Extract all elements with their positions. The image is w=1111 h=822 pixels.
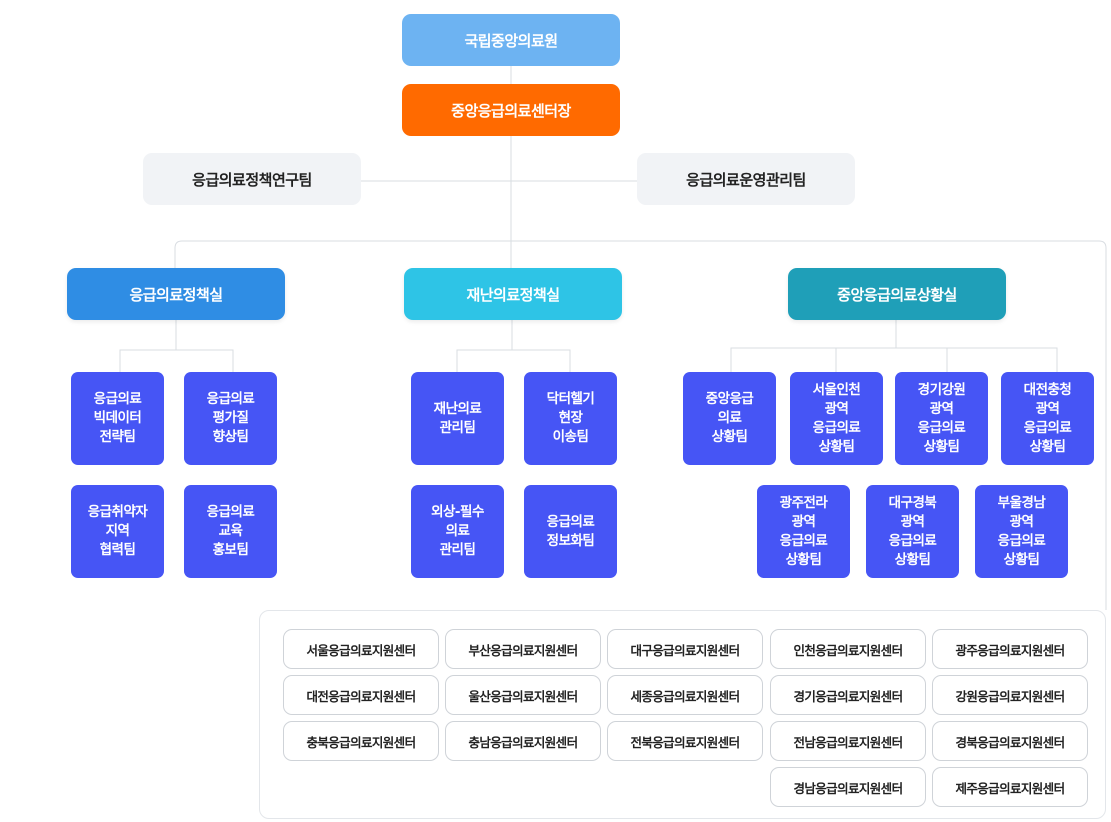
- team-label: 응급취약자 지역 협력팀: [87, 504, 148, 558]
- support-center-button[interactable]: 광주응급의료지원센터: [932, 629, 1088, 669]
- team-label: 응급의료 정보화팀: [546, 513, 595, 549]
- support-center-button[interactable]: 경남응급의료지원센터: [770, 767, 926, 807]
- team-label: 중앙응급 의료 상황팀: [705, 391, 754, 445]
- support-center-button[interactable]: 제주응급의료지원센터: [932, 767, 1088, 807]
- team-label: 재난의료 관리팀: [433, 400, 482, 436]
- division-label: 응급의료정책실: [129, 285, 223, 304]
- support-center-button[interactable]: 경기응급의료지원센터: [770, 675, 926, 715]
- support-centers-frame: [259, 610, 1106, 819]
- support-center-button[interactable]: 대구응급의료지원센터: [607, 629, 763, 669]
- team-node: 닥터헬기 현장 이송팀: [524, 372, 617, 465]
- team-node: 서울인천 광역 응급의료 상황팀: [790, 372, 883, 465]
- support-center-button[interactable]: 세종응급의료지원센터: [607, 675, 763, 715]
- team-node: 대구경북 광역 응급의료 상황팀: [866, 485, 959, 578]
- team-node: 응급의료 평가질 향상팀: [184, 372, 277, 465]
- support-center-button[interactable]: 부산응급의료지원센터: [445, 629, 601, 669]
- operations-team-node: 응급의료운영관리팀: [637, 153, 855, 205]
- team-label: 대구경북 광역 응급의료 상황팀: [888, 494, 937, 568]
- team-label: 응급의료 교육 홍보팀: [206, 504, 255, 558]
- team-node: 부울경남 광역 응급의료 상황팀: [975, 485, 1068, 578]
- center-head-label: 중앙응급의료센터장: [451, 101, 571, 120]
- support-center-button[interactable]: 충남응급의료지원센터: [445, 721, 601, 761]
- team-node: 중앙응급 의료 상황팀: [683, 372, 776, 465]
- team-node: 재난의료 관리팀: [411, 372, 504, 465]
- team-node: 대전충청 광역 응급의료 상황팀: [1001, 372, 1094, 465]
- support-center-button[interactable]: 전북응급의료지원센터: [607, 721, 763, 761]
- division-label: 재난의료정책실: [466, 285, 560, 304]
- support-center-button[interactable]: 강원응급의료지원센터: [932, 675, 1088, 715]
- team-label: 외상-필수 의료 관리팀: [431, 504, 484, 558]
- team-label: 응급의료 빅데이터 전략팀: [93, 391, 142, 445]
- team-label: 경기강원 광역 응급의료 상황팀: [917, 381, 966, 455]
- support-center-button[interactable]: 울산응급의료지원센터: [445, 675, 601, 715]
- team-label: 닥터헬기 현장 이송팀: [546, 391, 595, 445]
- parent-org-label: 국립중앙의료원: [464, 31, 558, 50]
- division-disaster-policy: 재난의료정책실: [404, 268, 622, 320]
- support-center-button[interactable]: 서울응급의료지원센터: [283, 629, 439, 669]
- support-center-button[interactable]: 경북응급의료지원센터: [932, 721, 1088, 761]
- team-node: 응급의료 교육 홍보팀: [184, 485, 277, 578]
- support-center-button[interactable]: 인천응급의료지원센터: [770, 629, 926, 669]
- policy-research-team-node: 응급의료정책연구팀: [143, 153, 361, 205]
- team-label: 대전충청 광역 응급의료 상황팀: [1023, 381, 1072, 455]
- support-center-button[interactable]: 대전응급의료지원센터: [283, 675, 439, 715]
- support-center-button[interactable]: 전남응급의료지원센터: [770, 721, 926, 761]
- center-head-node: 중앙응급의료센터장: [402, 84, 620, 136]
- team-label: 서울인천 광역 응급의료 상황팀: [812, 381, 861, 455]
- team-node: 외상-필수 의료 관리팀: [411, 485, 504, 578]
- team-label: 광주전라 광역 응급의료 상황팀: [779, 494, 828, 568]
- operations-team-label: 응급의료운영관리팀: [686, 170, 806, 189]
- support-center-button[interactable]: 충북응급의료지원센터: [283, 721, 439, 761]
- team-node: 광주전라 광역 응급의료 상황팀: [757, 485, 850, 578]
- policy-research-team-label: 응급의료정책연구팀: [192, 170, 312, 189]
- division-situation-room: 중앙응급의료상황실: [788, 268, 1006, 320]
- team-node: 경기강원 광역 응급의료 상황팀: [895, 372, 988, 465]
- team-label: 응급의료 평가질 향상팀: [206, 391, 255, 445]
- team-node: 응급의료 정보화팀: [524, 485, 617, 578]
- team-node: 응급취약자 지역 협력팀: [71, 485, 164, 578]
- division-label: 중앙응급의료상황실: [837, 285, 957, 304]
- parent-org-node: 국립중앙의료원: [402, 14, 620, 66]
- division-emergency-policy: 응급의료정책실: [67, 268, 285, 320]
- team-label: 부울경남 광역 응급의료 상황팀: [997, 494, 1046, 568]
- team-node: 응급의료 빅데이터 전략팀: [71, 372, 164, 465]
